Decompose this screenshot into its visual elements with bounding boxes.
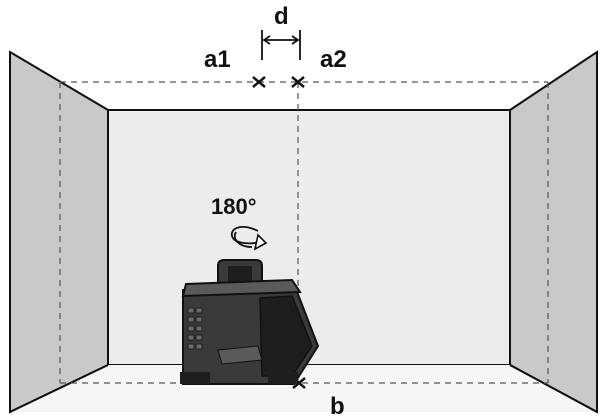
laser-level-device bbox=[180, 259, 320, 385]
label-b: b bbox=[330, 393, 345, 417]
label-a1: a1 bbox=[204, 46, 231, 73]
distance-d-dimension bbox=[261, 30, 301, 60]
floor bbox=[10, 365, 597, 412]
mark-a2 bbox=[291, 76, 305, 88]
floor-edge-left bbox=[9, 364, 109, 413]
label-d: d bbox=[274, 3, 289, 30]
left-wall bbox=[9, 50, 109, 414]
label-rotation: 180° bbox=[211, 194, 257, 219]
mark-a1 bbox=[252, 76, 266, 88]
floor-edge-right bbox=[509, 364, 598, 413]
label-a2: a2 bbox=[320, 46, 347, 73]
rotation-arrow-icon bbox=[230, 226, 268, 251]
right-wall bbox=[509, 50, 598, 414]
